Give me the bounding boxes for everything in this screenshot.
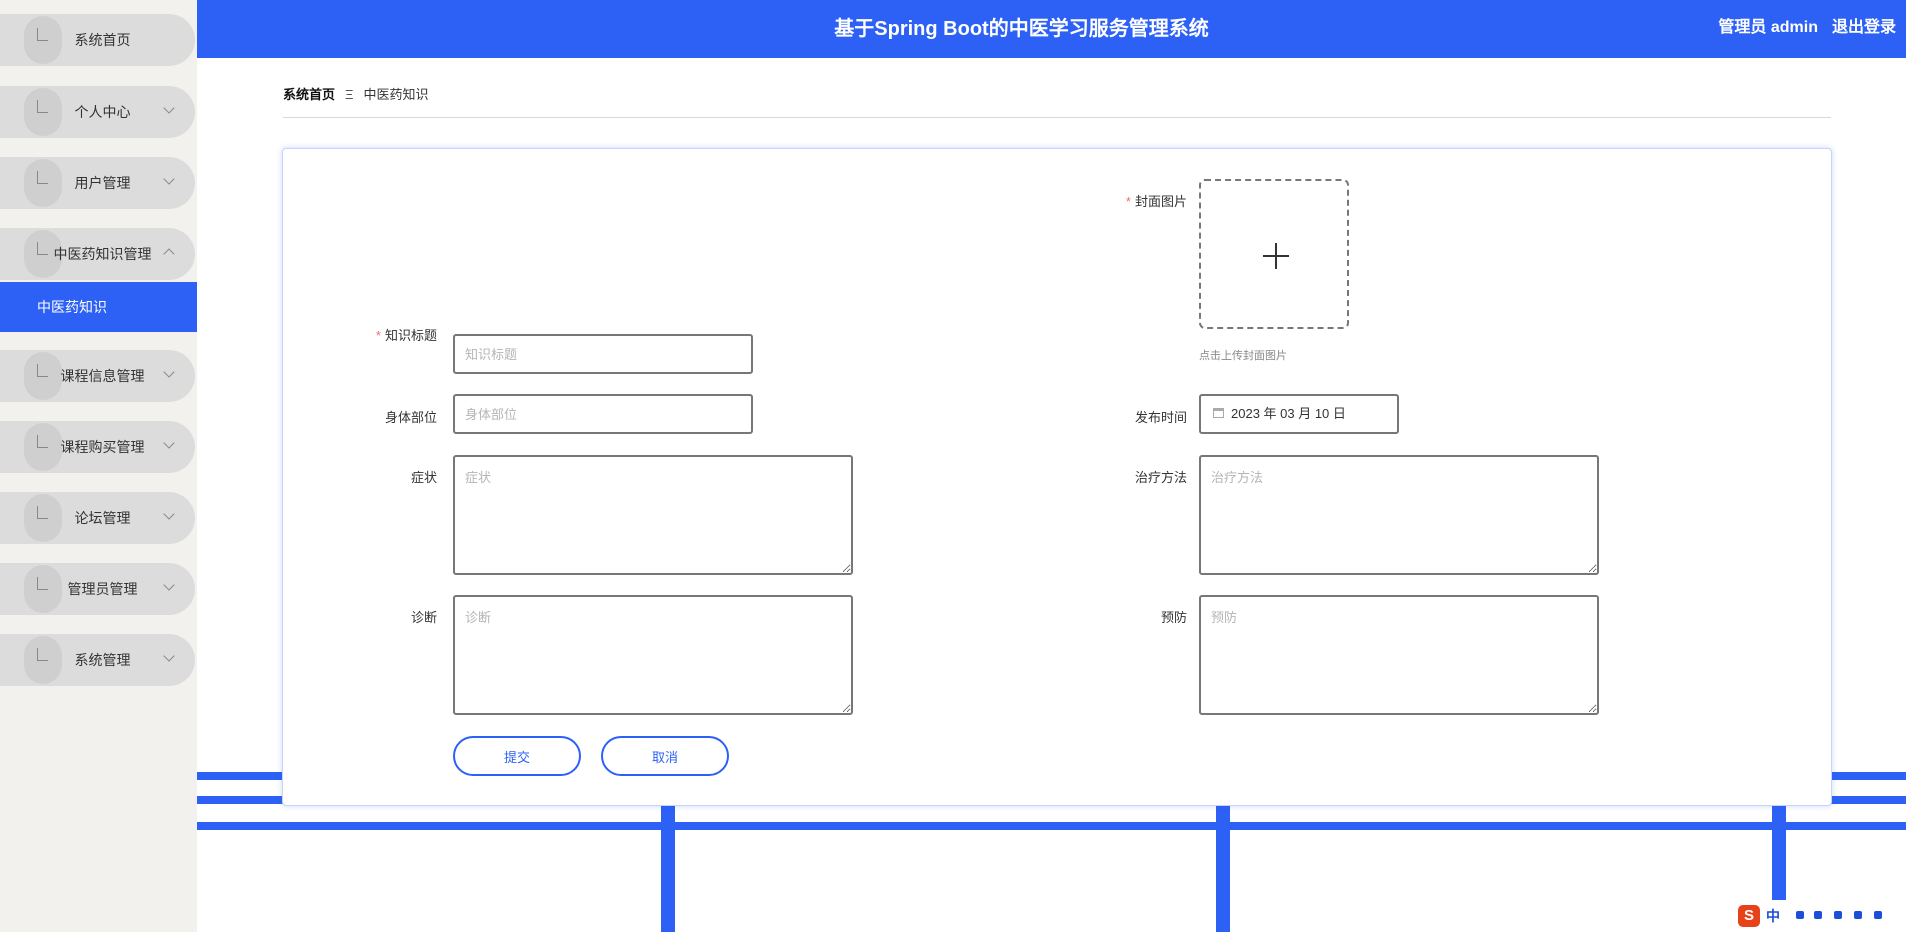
plus-icon [1275, 243, 1277, 269]
sidebar-item-admin-management[interactable]: 管理员管理 [0, 563, 195, 615]
sidebar-item-course-info[interactable]: 课程信息管理 [0, 350, 195, 402]
menu-icon [24, 565, 62, 613]
sidebar-item-course-purchase[interactable]: 课程购买管理 [0, 421, 195, 473]
symptom-label: 症状 [410, 470, 437, 485]
cancel-button[interactable]: 取消 [601, 736, 729, 776]
title-label-text: 知识标题 [384, 328, 437, 343]
decor-bar [661, 800, 675, 932]
menu-icon [24, 423, 62, 471]
calendar-icon [1213, 408, 1224, 418]
menu-icon [24, 352, 62, 400]
cover-image-label: *封面图片 [1063, 191, 1187, 210]
body-part-label: 身体部位 [384, 410, 437, 425]
diagnosis-label: 诊断 [410, 610, 437, 625]
publish-time-label: 发布时间 [1134, 410, 1187, 425]
cover-image-upload[interactable] [1199, 179, 1349, 329]
publish-time-picker[interactable]: 2023 年 03 月 10 日 [1199, 394, 1399, 434]
app-title: 基于Spring Boot的中医学习服务管理系统 [834, 18, 1209, 40]
punctuation-icon[interactable] [1796, 911, 1804, 919]
breadcrumb-home[interactable]: 系统首页 [283, 87, 336, 102]
logout-link[interactable]: 退出登录 [1831, 19, 1896, 36]
menu-icon [24, 494, 62, 542]
decor-bar [1772, 800, 1786, 900]
sidebar-item-label: 系统管理 [74, 652, 131, 668]
menu-icon [24, 159, 62, 207]
microphone-icon[interactable] [1814, 911, 1822, 919]
breadcrumb: 系统首页 Ξ 中医药知识 [283, 84, 428, 103]
sidebar-item-tcm-knowledge-management[interactable]: 中医药知识管理 [0, 228, 195, 280]
top-header: 基于Spring Boot的中医学习服务管理系统 管理员 admin 退出登录 [197, 0, 1906, 58]
required-mark: * [375, 328, 381, 343]
sidebar-item-label: 论坛管理 [74, 510, 131, 526]
publish-time-value: 2023 年 03 月 10 日 [1231, 406, 1346, 421]
cover-upload-hint: 点击上传封面图片 [1199, 350, 1287, 362]
knowledge-form-card: *封面图片 点击上传封面图片 *知识标题 身体部位 发布时间 2023 年 03… [282, 148, 1832, 806]
title-input[interactable] [453, 334, 753, 374]
toolbox-icon[interactable] [1874, 911, 1882, 919]
treatment-textarea[interactable] [1199, 455, 1599, 575]
menu-icon [24, 636, 62, 684]
decor-bar [1216, 800, 1230, 932]
keyboard-icon[interactable] [1834, 911, 1842, 919]
sidebar-item-system-management[interactable]: 系统管理 [0, 634, 195, 686]
menu-icon [24, 16, 62, 64]
prevention-textarea[interactable] [1199, 595, 1599, 715]
ime-logo-icon[interactable]: S [1738, 905, 1760, 927]
breadcrumb-separator-icon: Ξ [345, 87, 354, 102]
sidebar-item-forum[interactable]: 论坛管理 [0, 492, 195, 544]
sidebar-item-label: 课程购买管理 [60, 439, 145, 455]
sidebar-subitem-tcm-knowledge[interactable]: 中医药知识 [0, 282, 197, 332]
skin-icon[interactable] [1854, 911, 1862, 919]
sidebar: 系统首页 个人中心 用户管理 中医药知识管理 中医药知识 课程信息管理 课程购买… [0, 0, 197, 932]
breadcrumb-current: 中医药知识 [363, 87, 429, 102]
treatment-label: 治疗方法 [1134, 470, 1187, 485]
sidebar-item-label: 用户管理 [74, 175, 131, 191]
body-part-input[interactable] [453, 394, 753, 434]
sidebar-item-label: 课程信息管理 [60, 368, 145, 384]
ime-toolbar: S 中 [1730, 902, 1906, 932]
required-mark: * [1125, 194, 1131, 209]
ime-mode-indicator[interactable]: 中 [1766, 908, 1780, 924]
sidebar-item-label: 中医药知识管理 [53, 246, 152, 262]
title-label: *知识标题 [303, 325, 437, 344]
submit-button[interactable]: 提交 [453, 736, 581, 776]
menu-icon [24, 230, 62, 278]
decor-bar [197, 822, 1906, 830]
sidebar-item-label: 系统首页 [74, 32, 131, 48]
diagnosis-textarea[interactable] [453, 595, 853, 715]
cover-image-label-text: 封面图片 [1134, 194, 1187, 209]
current-user: 管理员 admin [1718, 19, 1818, 36]
prevention-label: 预防 [1160, 610, 1187, 625]
sidebar-item-label: 管理员管理 [67, 581, 138, 597]
symptom-textarea[interactable] [453, 455, 853, 575]
sidebar-item-personal-center[interactable]: 个人中心 [0, 86, 195, 138]
sidebar-item-label: 个人中心 [74, 104, 131, 120]
sidebar-item-home[interactable]: 系统首页 [0, 14, 195, 66]
sidebar-item-user-management[interactable]: 用户管理 [0, 157, 195, 209]
divider [283, 117, 1831, 118]
menu-icon [24, 88, 62, 136]
